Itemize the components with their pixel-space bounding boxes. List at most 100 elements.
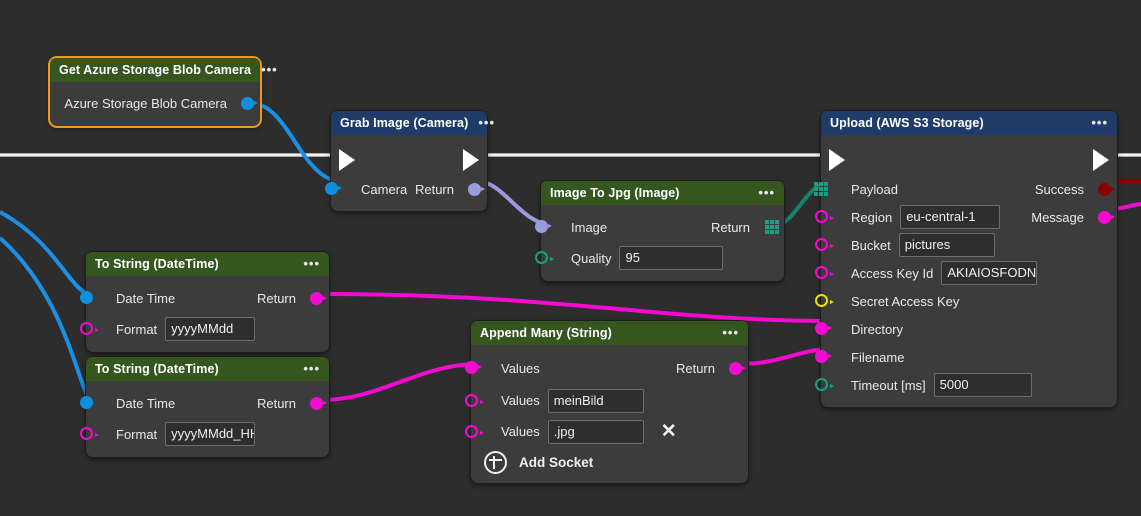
port-label-camera: Camera [361, 181, 408, 197]
port-label: Azure Storage Blob Camera [64, 95, 227, 111]
node-body: Date Time Return Format yyyyMMdd [80, 276, 329, 352]
exec-out-pin-icon[interactable] [463, 149, 479, 171]
node-header[interactable]: To String (DateTime) ••• [86, 252, 329, 276]
values-2-field[interactable]: .jpg [547, 419, 644, 444]
port-label-directory: Directory [851, 321, 904, 337]
node-menu-icon[interactable]: ••• [722, 325, 739, 340]
node-title: Grab Image (Camera) [340, 116, 469, 130]
port-label-return: Return [710, 219, 750, 235]
output-socket-return[interactable] [729, 361, 746, 375]
node-header[interactable]: Get Azure Storage Blob Camera ••• [50, 58, 277, 82]
node-grab-image-camera[interactable]: Grab Image (Camera) ••• Camera Return [325, 111, 494, 211]
node-to-string-datetime-1[interactable]: To String (DateTime) ••• Date Time Retur… [80, 252, 329, 352]
node-title: Append Many (String) [480, 326, 612, 340]
add-socket-button[interactable]: Add Socket [471, 447, 748, 477]
node-title: To String (DateTime) [95, 257, 219, 271]
node-upload-aws-s3-storage[interactable]: Upload (AWS S3 Storage) ••• Payload Succ… [814, 111, 1117, 407]
output-socket-camera[interactable] [241, 96, 258, 110]
port-label-timeout: Timeout [ms] [851, 377, 926, 393]
row-secret-access-key: Secret Access Key [815, 287, 1117, 315]
input-socket-format[interactable] [80, 322, 99, 335]
node-get-azure-storage-blob-camera[interactable]: Get Azure Storage Blob Camera ••• Azure … [50, 58, 277, 126]
port-label-message: Message [1031, 209, 1084, 225]
node-header[interactable]: To String (DateTime) ••• [86, 357, 329, 381]
input-socket-date-time[interactable] [80, 291, 93, 304]
row-payload-success: Payload Success [814, 175, 1117, 203]
exec-in-pin-icon[interactable] [339, 149, 355, 171]
node-body: Values Return Values meinBild Values .jp… [465, 345, 748, 483]
port-label-return: Return [414, 181, 454, 197]
node-append-many-string[interactable]: Append Many (String) ••• Values Return V… [465, 321, 748, 483]
port-label-image: Image [571, 219, 608, 235]
row-bucket: Bucket pictures [815, 231, 1117, 259]
wire-datetime-in-2 [0, 236, 93, 402]
input-socket-format[interactable] [80, 427, 99, 440]
values-1-field[interactable]: meinBild [547, 388, 644, 413]
input-socket-access-key-id[interactable] [815, 266, 834, 279]
input-socket-date-time[interactable] [80, 396, 93, 409]
node-body: Azure Storage Blob Camera [50, 82, 260, 126]
port-label-values-0: Values [501, 360, 540, 376]
port-label-region: Region [851, 209, 893, 225]
input-socket-timeout[interactable] [815, 378, 834, 391]
output-socket-return[interactable] [310, 396, 327, 410]
row-access-key-id: Access Key Id AKIAIOSFODNN [815, 259, 1117, 287]
timeout-field[interactable]: 5000 [933, 373, 1032, 397]
row-format: Format yyyyMMdd_HH [80, 419, 329, 449]
add-socket-label: Add Socket [519, 454, 594, 470]
row-values-1: Values meinBild [465, 385, 748, 416]
quality-field[interactable]: 95 [619, 246, 724, 270]
input-socket-quality[interactable] [535, 251, 554, 264]
output-socket-message[interactable] [1098, 210, 1115, 224]
output-socket-return-array[interactable] [765, 220, 779, 234]
input-socket-region[interactable] [815, 210, 834, 223]
port-label-secret-access-key: Secret Access Key [851, 293, 960, 309]
input-socket-values-0[interactable] [465, 361, 482, 374]
row-region-message: Region eu-central-1 Message [815, 203, 1117, 231]
output-socket-success[interactable] [1098, 182, 1115, 196]
access-key-id-field[interactable]: AKIAIOSFODNN [941, 261, 1038, 285]
input-socket-values-2[interactable] [465, 425, 484, 438]
node-body: Date Time Return Format yyyyMMdd_HH [80, 381, 329, 457]
format-field[interactable]: yyyyMMdd [165, 317, 256, 341]
row-datetime-return: Date Time Return [80, 282, 329, 314]
node-menu-icon[interactable]: ••• [261, 62, 278, 77]
format-field[interactable]: yyyyMMdd_HH [165, 422, 256, 446]
node-header[interactable]: Image To Jpg (Image) ••• [541, 181, 784, 205]
input-socket-camera[interactable] [325, 182, 342, 195]
input-socket-directory[interactable] [815, 322, 832, 335]
node-image-to-jpg[interactable]: Image To Jpg (Image) ••• Image Return [535, 181, 784, 281]
input-socket-bucket[interactable] [815, 238, 834, 251]
node-to-string-datetime-2[interactable]: To String (DateTime) ••• Date Time Retur… [80, 357, 329, 457]
node-title: Get Azure Storage Blob Camera [59, 63, 252, 77]
node-header[interactable]: Upload (AWS S3 Storage) ••• [821, 111, 1117, 135]
input-socket-image[interactable] [535, 220, 552, 233]
region-field[interactable]: eu-central-1 [900, 205, 1001, 229]
node-menu-icon[interactable]: ••• [303, 361, 320, 376]
input-socket-values-1[interactable] [465, 394, 484, 407]
row-azure-storage-blob-camera: Azure Storage Blob Camera [50, 88, 260, 118]
exec-in-pin-icon[interactable] [829, 149, 845, 171]
node-menu-icon[interactable]: ••• [758, 185, 775, 200]
node-title: Upload (AWS S3 Storage) [830, 116, 984, 130]
remove-socket-icon[interactable]: ✕ [660, 421, 677, 442]
output-socket-return[interactable] [468, 182, 485, 196]
node-menu-icon[interactable]: ••• [303, 256, 320, 271]
node-menu-icon[interactable]: ••• [478, 115, 495, 130]
input-socket-filename[interactable] [815, 350, 832, 363]
node-header[interactable]: Append Many (String) ••• [471, 321, 748, 345]
output-socket-return[interactable] [310, 291, 327, 305]
wire-camera [249, 101, 345, 184]
port-label-success: Success [1034, 181, 1084, 197]
port-label-filename: Filename [851, 349, 905, 365]
node-menu-icon[interactable]: ••• [1091, 115, 1108, 130]
port-label-return: Return [256, 290, 296, 306]
row-format: Format yyyyMMdd [80, 314, 329, 344]
exec-out-pin-icon[interactable] [1093, 149, 1109, 171]
input-socket-payload-array[interactable] [814, 182, 828, 196]
bucket-field[interactable]: pictures [898, 233, 995, 257]
port-label-format: Format [116, 321, 158, 337]
input-socket-secret-access-key[interactable] [815, 294, 834, 307]
node-header[interactable]: Grab Image (Camera) ••• [331, 111, 494, 135]
